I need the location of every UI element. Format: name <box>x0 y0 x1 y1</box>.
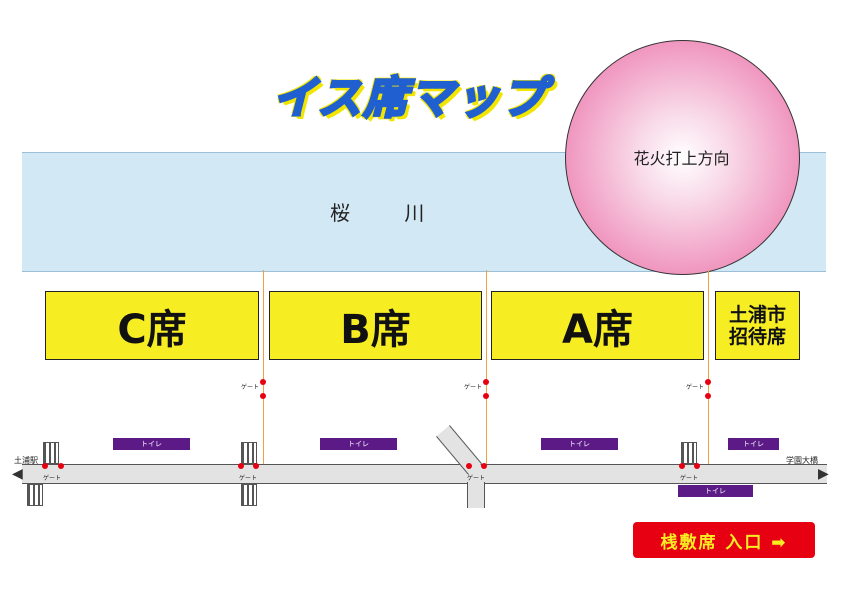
divider-line-ba <box>486 270 487 470</box>
crosswalk-2-bottom <box>241 484 257 506</box>
gate-marker-upper-3 <box>705 379 711 385</box>
gate-marker-road-4b <box>694 463 700 469</box>
fireworks-direction-circle <box>565 40 800 275</box>
crosswalk-3-top <box>681 442 697 464</box>
divider-line-cb <box>263 270 264 470</box>
side-road-down <box>467 482 485 508</box>
gate-marker-upper-2b <box>483 393 489 399</box>
toilet-2[interactable]: トイレ <box>320 438 397 450</box>
gate-marker-upper-3b <box>705 393 711 399</box>
gate-label-road-2: ゲート <box>239 475 258 482</box>
invite-seat-label-1: 土浦市 <box>728 303 786 326</box>
seat-block-a[interactable]: A席 <box>491 291 704 360</box>
gate-label-upper-3: ゲート <box>686 384 705 391</box>
gate-marker-upper-1 <box>260 379 266 385</box>
invite-seat-label-2: 招待席 <box>728 325 786 348</box>
gate-marker-road-2a <box>238 463 244 469</box>
gate-label-road-1: ゲート <box>43 475 62 482</box>
fireworks-direction-label: 花火打上方向 <box>633 149 730 168</box>
toilet-1[interactable]: トイレ <box>113 438 190 450</box>
gate-marker-road-2b <box>253 463 259 469</box>
gate-marker-upper-1b <box>260 393 266 399</box>
arrow-left-icon: ◀ <box>12 466 23 482</box>
gate-marker-road-3a <box>466 463 472 469</box>
gate-marker-road-1a <box>42 463 48 469</box>
toilet-5[interactable]: トイレ <box>678 485 753 497</box>
gate-marker-road-4a <box>679 463 685 469</box>
gate-marker-upper-2 <box>483 379 489 385</box>
gate-marker-road-3b <box>481 463 487 469</box>
station-right-label: 学園大橋 <box>786 456 818 465</box>
seat-block-invite[interactable]: 土浦市 招待席 <box>715 291 800 360</box>
crosswalk-1-top <box>43 442 59 464</box>
toilet-3[interactable]: トイレ <box>541 438 618 450</box>
sajiki-entrance-sign[interactable]: 桟敷席 入口 ➡ <box>633 522 815 558</box>
gate-label-upper-2: ゲート <box>464 384 483 391</box>
road <box>22 464 827 484</box>
gate-label-upper-1: ゲート <box>241 384 260 391</box>
arrow-right-icon: ▶ <box>818 466 829 482</box>
seat-block-c[interactable]: C席 <box>45 291 259 360</box>
gate-label-road-4: ゲート <box>680 475 699 482</box>
map-title: イス席マップ <box>271 72 548 126</box>
crosswalk-1-bottom <box>27 484 43 506</box>
gate-marker-road-1b <box>58 463 64 469</box>
gate-label-road-3: ゲート <box>467 475 486 482</box>
divider-line-a-invite <box>708 270 709 470</box>
river-label: 桜 川 <box>330 201 449 225</box>
station-left-label: 土浦駅 <box>14 456 38 465</box>
crosswalk-2-top <box>241 442 257 464</box>
toilet-4[interactable]: トイレ <box>728 438 779 450</box>
seat-block-b[interactable]: B席 <box>269 291 482 360</box>
